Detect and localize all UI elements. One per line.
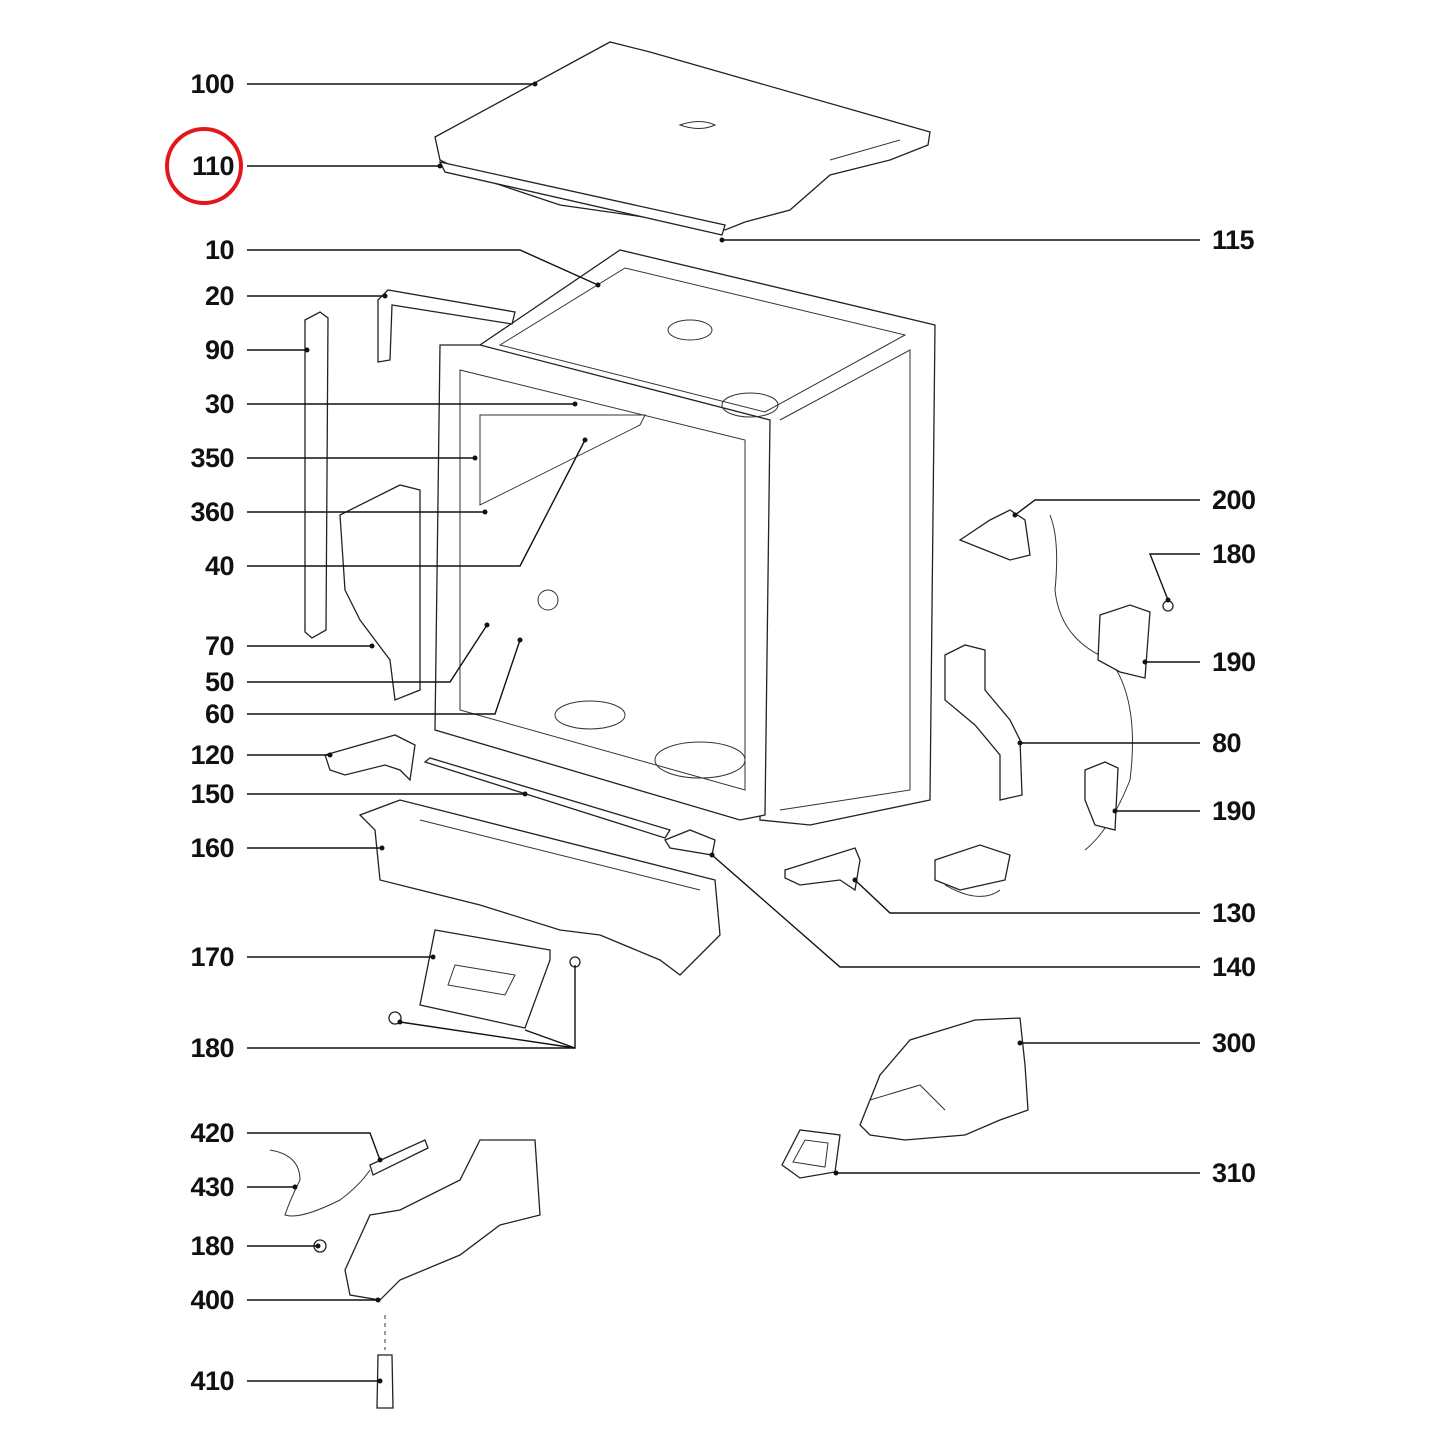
part-tub (434, 249, 936, 826)
part-bracket-left (324, 734, 416, 782)
leader-lines-right (709, 237, 1200, 1176)
leader-lines-left (247, 81, 601, 1384)
callout-label-120: 120 (190, 740, 234, 770)
callout-label-180: 180 (190, 1033, 234, 1063)
part-top-cover (434, 41, 931, 231)
callout-label-190: 190 (1212, 647, 1256, 677)
part-right-insulation (944, 644, 1023, 801)
callout-label-300: 300 (1212, 1028, 1256, 1058)
part-front-cover (664, 829, 716, 856)
callout-label-140: 140 (1212, 952, 1256, 982)
part-front-rail (438, 161, 726, 236)
callout-label-130: 130 (1212, 898, 1256, 928)
part-screws (313, 600, 1174, 1253)
callout-label-360: 360 (190, 497, 234, 527)
callout-label-100: 100 (190, 69, 234, 99)
callout-label-10: 10 (204, 235, 235, 265)
part-seal (377, 289, 516, 363)
part-kick-strip (423, 757, 672, 839)
part-left-insulation (339, 484, 421, 701)
part-bracket-right (784, 847, 861, 892)
callout-label-90: 90 (204, 335, 235, 365)
callout-label-180: 180 (190, 1231, 234, 1261)
part-ring-seal (781, 1129, 841, 1179)
callout-label-180: 180 (1212, 539, 1256, 569)
callout-label-200: 200 (1212, 485, 1256, 515)
callout-label-350: 350 (190, 443, 234, 473)
callout-label-30: 30 (204, 389, 235, 419)
callout-label-60: 60 (204, 699, 235, 729)
callout-label-150: 150 (190, 779, 234, 809)
callout-label-410: 410 (190, 1366, 234, 1396)
callout-label-170: 170 (190, 942, 234, 972)
part-spring-wire (269, 1139, 429, 1217)
callout-label-400: 400 (190, 1285, 234, 1315)
part-base-frame (358, 799, 721, 976)
callout-label-420: 420 (190, 1118, 234, 1148)
callout-label-430: 430 (190, 1172, 234, 1202)
part-access-plate (419, 929, 551, 1029)
callout-label-110: 110 (191, 151, 235, 181)
callout-label-115: 115 (1212, 225, 1255, 255)
callout-label-50: 50 (204, 667, 235, 697)
callout-label-80: 80 (1212, 728, 1242, 758)
part-control-box (1084, 604, 1151, 831)
highlight-circle (165, 127, 243, 205)
part-capacitor (934, 844, 1011, 897)
callout-label-20: 20 (204, 281, 235, 311)
part-side-strip (304, 311, 329, 639)
callout-label-160: 160 (190, 833, 234, 863)
callout-label-40: 40 (204, 551, 235, 581)
callout-label-70: 70 (204, 631, 235, 661)
part-dispenser (859, 1017, 1029, 1141)
part-bolt (376, 1315, 394, 1409)
callout-label-310: 310 (1212, 1158, 1256, 1188)
callout-label-190: 190 (1212, 796, 1256, 826)
